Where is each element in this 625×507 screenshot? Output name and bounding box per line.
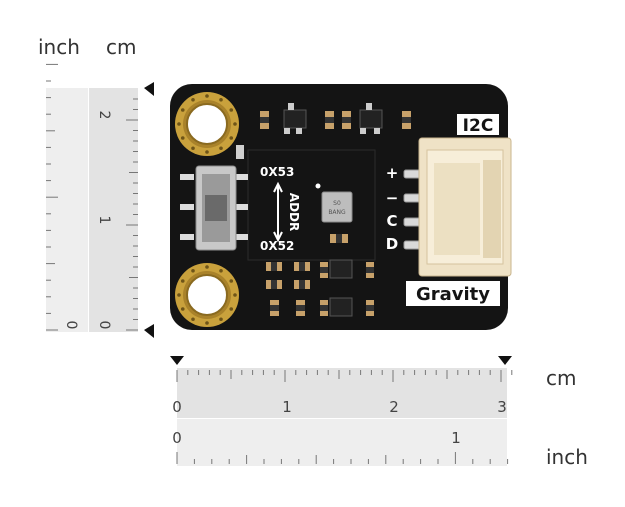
addr-label: ADDR	[287, 193, 301, 231]
horizontal-ruler: 0 1 2 3 0 1	[170, 356, 513, 466]
addr-low-label: 0X52	[260, 239, 294, 253]
horizontal-ruler-inch-strip	[177, 418, 507, 466]
svg-text:S0: S0	[333, 200, 341, 207]
pin-label-sda: D	[386, 235, 398, 253]
horizontal-inch-mark-1: 1	[451, 429, 461, 447]
via-dot	[180, 279, 185, 283]
vertical-ruler-cm-strip	[88, 88, 138, 332]
svg-text:BANG: BANG	[328, 209, 346, 216]
brand-label: Gravity	[416, 284, 490, 305]
via-dot	[205, 265, 209, 269]
via-dot	[233, 293, 237, 297]
via-dot	[191, 97, 195, 102]
vertical-cm-mark-2: 2	[96, 111, 112, 120]
via-dot	[177, 122, 181, 126]
addr-high-label: 0X53	[260, 165, 294, 179]
horizontal-ruler-ticks	[176, 370, 513, 464]
brand-badge: Gravity	[406, 281, 500, 306]
horizontal-cm-mark-1: 1	[282, 398, 292, 416]
via-dot	[229, 307, 234, 311]
via-dot	[205, 150, 209, 154]
via-dot	[191, 317, 195, 322]
horizontal-cm-mark-2: 2	[389, 398, 399, 416]
vertical-inch-mark-0: 0	[63, 321, 79, 330]
horizontal-ruler-cm-unit: cm	[546, 366, 577, 390]
via-dot	[205, 321, 209, 325]
via-dot	[229, 279, 234, 283]
via-dot	[180, 136, 185, 140]
vertical-cm-mark-1: 1	[96, 216, 112, 225]
addr-arrow	[273, 181, 283, 243]
horizontal-ruler-cm-strip	[177, 368, 507, 418]
via-dot	[229, 136, 234, 140]
via-dot	[180, 108, 185, 112]
smd-components: S0 BANG	[260, 103, 411, 317]
via-dot	[191, 268, 195, 273]
vertical-ruler-top-marker	[144, 82, 154, 96]
vertical-ruler-bottom-marker	[144, 324, 154, 338]
sensor-board: 0X53 0X52 ADDR S0 BANG	[170, 84, 512, 330]
pin-label-gnd: −	[386, 189, 399, 207]
via-dot	[219, 317, 223, 322]
via-dot	[219, 268, 223, 273]
via-dot	[233, 122, 237, 126]
pin-label-scl: C	[386, 212, 397, 230]
mounting-hole-top	[175, 92, 239, 156]
interface-label: I2C	[463, 116, 494, 136]
via-dot	[205, 94, 209, 98]
horizontal-ruler-right-marker	[498, 356, 512, 365]
horizontal-inch-mark-0: 0	[172, 429, 182, 447]
vertical-ruler-inch-strip	[46, 88, 88, 332]
vertical-ruler: 2 1 0 0	[46, 63, 154, 338]
horizontal-cm-mark-3: 3	[497, 398, 507, 416]
jst-connector	[418, 137, 512, 277]
mounting-hole-bottom	[175, 263, 239, 327]
pin-label-vcc: +	[386, 164, 399, 182]
interface-badge: I2C	[457, 114, 499, 136]
horizontal-ruler-left-marker	[170, 356, 184, 365]
horizontal-ruler-inch-unit: inch	[546, 445, 588, 469]
vertical-ruler-inch-unit: inch	[38, 35, 80, 59]
vertical-ruler-ticks	[46, 63, 138, 331]
via-dot	[177, 293, 181, 297]
vertical-cm-mark-0: 0	[96, 321, 112, 330]
address-switch	[180, 165, 248, 251]
via-dot	[191, 146, 195, 151]
via-dot	[219, 146, 223, 151]
via-dot	[219, 97, 223, 102]
horizontal-cm-mark-0: 0	[172, 398, 182, 416]
via-dot	[180, 307, 185, 311]
via-dot	[229, 108, 234, 112]
vertical-ruler-cm-unit: cm	[106, 35, 137, 59]
